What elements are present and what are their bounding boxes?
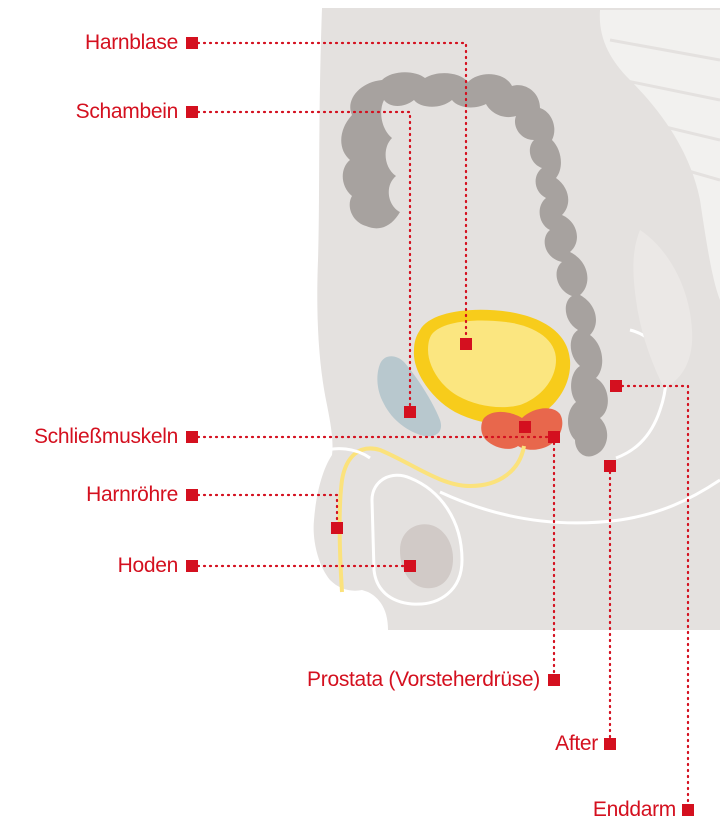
marker-schliessmuskeln-target (519, 421, 531, 433)
marker-enddarm-label (682, 804, 694, 816)
marker-schliessmuskeln-label (186, 431, 198, 443)
marker-harnblase-target (460, 338, 472, 350)
marker-hoden-target (404, 560, 416, 572)
label-after: After (555, 732, 598, 756)
label-schambein: Schambein (76, 100, 178, 124)
label-harnroehre: Harnröhre (86, 483, 178, 507)
marker-harnroehre-target (331, 522, 343, 534)
marker-hoden-label (186, 560, 198, 572)
marker-enddarm-target (610, 380, 622, 392)
label-harnblase: Harnblase (85, 31, 178, 55)
marker-schambein-target (404, 406, 416, 418)
marker-schambein-label (186, 106, 198, 118)
marker-schliessmuskeln-target-2 (548, 431, 560, 443)
label-prostata: Prostata (Vorsteherdrüse) (307, 668, 540, 692)
label-hoden: Hoden (118, 554, 178, 578)
marker-prostata-label (548, 674, 560, 686)
label-schliessmuskeln: Schließmuskeln (34, 425, 178, 449)
label-enddarm: Enddarm (593, 798, 676, 822)
marker-harnroehre-label (186, 489, 198, 501)
marker-after-label (604, 738, 616, 750)
marker-harnblase-label (186, 37, 198, 49)
marker-after-target (604, 460, 616, 472)
